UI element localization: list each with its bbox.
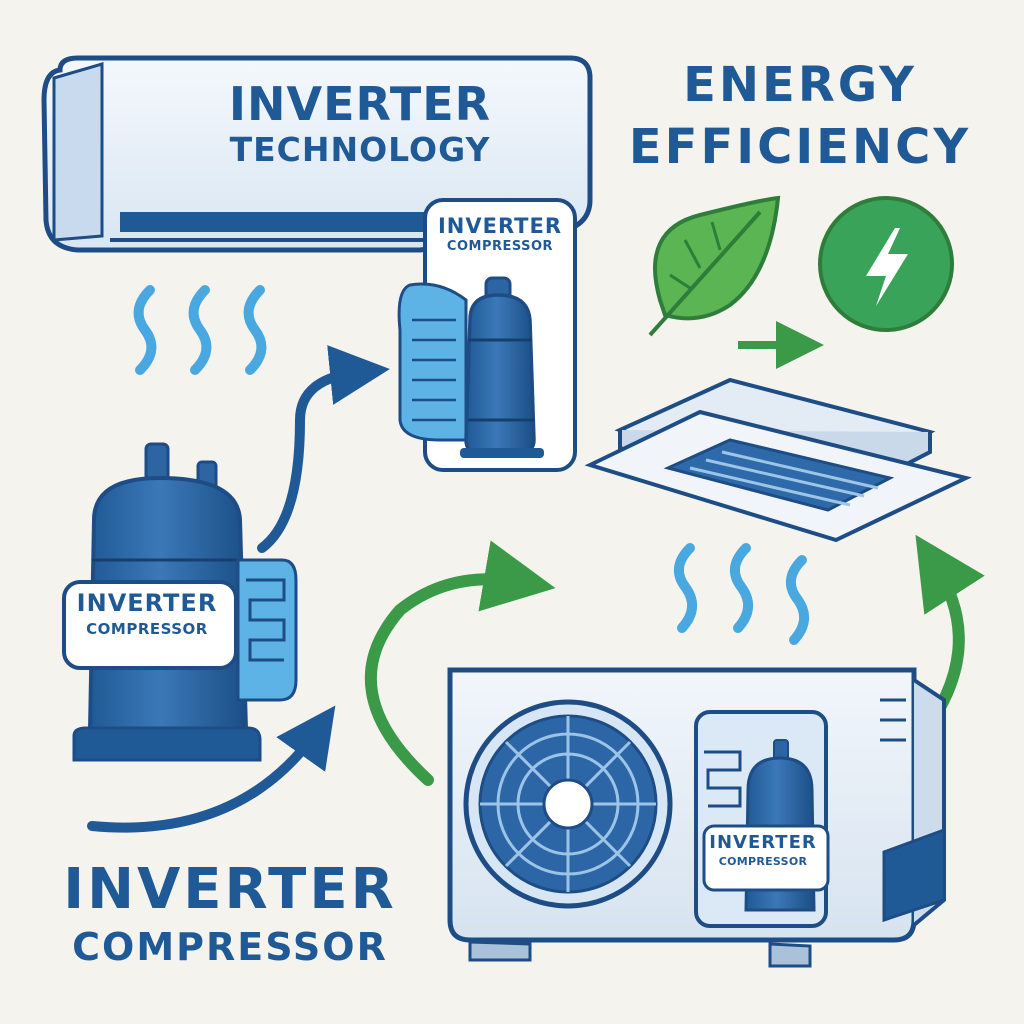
left-compressor [62,442,298,762]
energy-efficiency-title: ENERGY EFFICIENCY [600,54,1000,178]
ceiling-cassette-unit [584,377,972,543]
ac-title-line2: TECHNOLOGY [229,130,491,169]
inverter-compressor-title: INVERTER COMPRESSOR [50,858,410,972]
airflow-icon [133,285,809,645]
ac-title-line1: INVERTER [228,77,492,131]
left-compressor-line2: COMPRESSOR [86,620,208,638]
curved-arrow-lower [87,705,336,833]
top-compressor-line1: INVERTER [437,214,563,238]
green-cycle-arrow-left [364,540,556,786]
coil-icon [397,282,468,442]
outdoor-compressor-line1: INVERTER [709,832,817,853]
coil-icon [236,558,298,702]
bottom-title-line1: INVERTER [63,857,397,922]
top-compressor-line2: COMPRESSOR [446,239,554,254]
outdoor-unit [447,667,946,968]
energy-title-line2: EFFICIENCY [628,119,972,175]
lightning-bolt-icon [866,228,908,306]
left-compressor-line1: INVERTER [76,589,218,617]
inverter-technology-title: INVERTER TECHNOLOGY [150,78,570,170]
energy-title-line1: ENERGY [683,57,917,113]
compressor-icon [464,293,536,454]
outdoor-compressor-label: INVERTER COMPRESSOR [702,832,824,870]
left-compressor-label: INVERTER COMPRESSOR [62,588,232,640]
curved-arrow-up [257,345,390,553]
top-compressor-card [397,198,577,472]
energy-icons [648,195,954,369]
top-compressor-label: INVERTER COMPRESSOR [420,214,580,256]
bottom-title-line2: COMPRESSOR [72,925,388,969]
outdoor-compressor-line2: COMPRESSOR [718,855,808,868]
fan-icon [463,699,673,909]
